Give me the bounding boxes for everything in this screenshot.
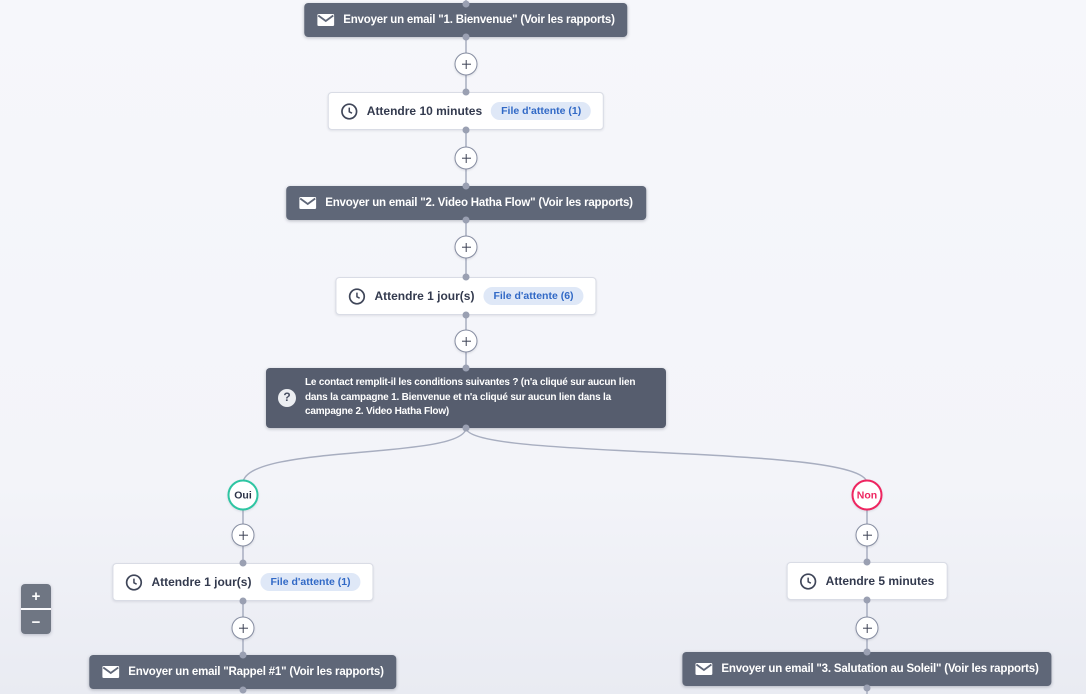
branch-no-pill: Non xyxy=(851,479,883,511)
add-step-button[interactable] xyxy=(454,329,478,353)
node-label: Attendre 10 minutes xyxy=(366,104,483,118)
node-label: Attendre 5 minutes xyxy=(825,574,935,588)
add-step-button[interactable] xyxy=(231,616,255,640)
node-label: Attendre 1 jour(s) xyxy=(151,575,252,589)
node-label: Envoyer un email "3. Salutation au Solei… xyxy=(721,663,1039,675)
node-wait-10-minutes[interactable]: Attendre 10 minutes File d'attente (1) xyxy=(327,92,605,130)
node-condition-clicked-links[interactable]: ? Le contact remplit-il les conditions s… xyxy=(266,368,666,428)
envelope-icon xyxy=(695,663,713,675)
add-step-button[interactable] xyxy=(454,146,478,170)
clock-icon xyxy=(348,287,366,305)
node-email-2-video-hatha-flow[interactable]: Envoyer un email "2. Video Hatha Flow" (… xyxy=(286,186,646,220)
node-label: Envoyer un email "1. Bienvenue" (Voir le… xyxy=(343,14,615,26)
node-wait-1-day-yes-branch[interactable]: Attendre 1 jour(s) File d'attente (1) xyxy=(112,563,374,601)
add-step-button[interactable] xyxy=(855,523,879,547)
branch-yes-pill: Oui xyxy=(227,479,259,511)
node-email-1-bienvenue[interactable]: Envoyer un email "1. Bienvenue" (Voir le… xyxy=(304,3,628,37)
node-wait-1-day[interactable]: Attendre 1 jour(s) File d'attente (6) xyxy=(335,277,597,315)
branch-yes-label: Oui xyxy=(234,489,252,501)
node-email-rappel-1[interactable]: Envoyer un email "Rappel #1" (Voir les r… xyxy=(89,655,397,689)
zoom-out-button[interactable]: − xyxy=(21,610,51,634)
envelope-icon xyxy=(299,197,317,209)
add-step-button[interactable] xyxy=(454,235,478,259)
clock-icon xyxy=(341,102,358,120)
queue-badge: File d'attente (1) xyxy=(491,101,592,121)
node-label: Attendre 1 jour(s) xyxy=(374,289,475,303)
zoom-controls: + − xyxy=(21,584,51,634)
add-step-button[interactable] xyxy=(231,523,255,547)
clock-icon xyxy=(800,572,817,590)
question-icon: ? xyxy=(278,389,296,407)
node-label: Le contact remplit-il les conditions sui… xyxy=(305,377,636,418)
add-step-button[interactable] xyxy=(855,616,879,640)
queue-badge: File d'attente (6) xyxy=(483,286,584,306)
zoom-in-button[interactable]: + xyxy=(21,584,51,610)
queue-badge: File d'attente (1) xyxy=(260,572,361,592)
node-label: Envoyer un email "2. Video Hatha Flow" (… xyxy=(325,197,633,209)
branch-no-label: Non xyxy=(856,489,878,501)
clock-icon xyxy=(125,573,143,591)
node-label: Envoyer un email "Rappel #1" (Voir les r… xyxy=(128,666,384,678)
node-wait-5-minutes[interactable]: Attendre 5 minutes xyxy=(786,562,948,600)
node-email-3-salutation-au-soleil[interactable]: Envoyer un email "3. Salutation au Solei… xyxy=(682,652,1052,686)
envelope-icon xyxy=(102,666,120,678)
envelope-icon xyxy=(317,14,335,26)
add-step-button[interactable] xyxy=(454,52,478,76)
